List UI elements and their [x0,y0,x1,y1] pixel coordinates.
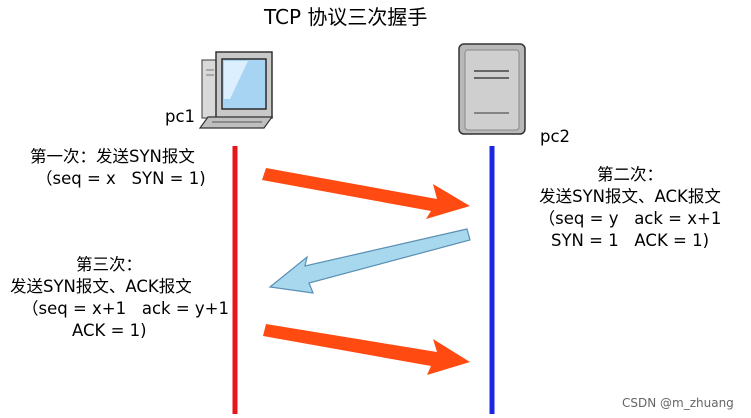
diagram-title: TCP 协议三次握手 [264,5,428,29]
syn-ack-arrow-second [268,228,471,294]
first-step-line: 第一次：发送SYN报文 [30,147,195,166]
pc2-server-icon [458,43,526,135]
pc2-label: pc2 [540,127,571,146]
third-step-text: 第三次： 发送SYN报文、ACK报文 （seq = x+1 ack = y+1 … [10,254,240,342]
pc1-label: pc1 [165,107,196,126]
third-step-line: 发送SYN报文、ACK报文 [10,277,192,296]
pc1-computer-icon [198,51,274,129]
syn-arrow-first [262,168,470,219]
second-step-line: 发送SYN报文、ACK报文 [539,187,721,206]
second-step-line: （seq = y ack = x+1 [538,209,722,228]
second-step-line: 第二次： [597,165,663,184]
first-step-line: （seq = x SYN = 1) [36,169,206,188]
third-step-line: 第三次： [76,255,142,274]
ack-arrow-third [263,324,470,375]
second-step-text: 第二次： 发送SYN报文、ACK报文 （seq = y ack = x+1 SY… [512,164,748,252]
third-step-line: ACK = 1) [72,321,147,340]
watermark: CSDN @m_zhuang [622,396,734,410]
second-step-line: SYN = 1 ACK = 1) [550,231,710,250]
first-step-text: 第一次：发送SYN报文 （seq = x SYN = 1) [30,146,235,190]
third-step-line: （seq = x+1 ack = y+1 [22,299,229,318]
